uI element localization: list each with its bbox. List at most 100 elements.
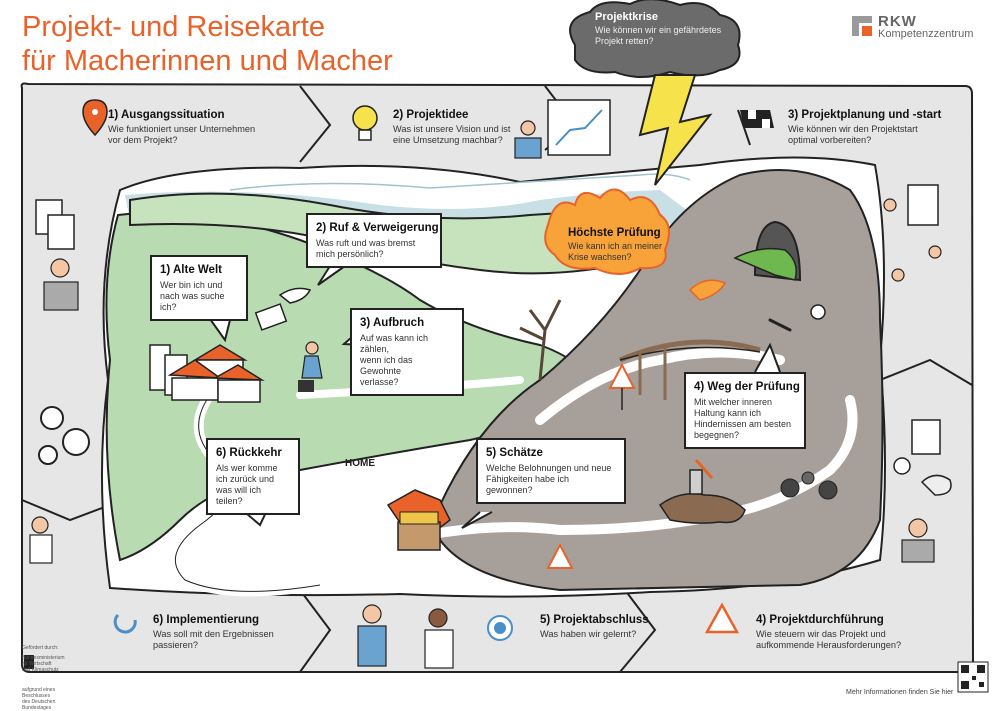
funder-label: Gefördert durch: bbox=[22, 645, 59, 651]
frame-divider bbox=[299, 589, 332, 673]
target-icon bbox=[487, 615, 513, 641]
rock-icon bbox=[818, 480, 838, 500]
bubble-title: 1) Alte Welt bbox=[160, 264, 222, 276]
gears-icon bbox=[38, 406, 90, 465]
step-description: Was haben wir gelernt? bbox=[540, 629, 637, 639]
bubble-rueckkehr: 6) Rückkehr Als wer komme ich zurück und… bbox=[206, 438, 300, 515]
storm-cloud bbox=[569, 0, 741, 78]
bubble-description: Was ruft und was bremst mich persönlich? bbox=[316, 238, 416, 259]
more-info-link[interactable]: Mehr Informationen finden Sie hier bbox=[846, 689, 954, 696]
frame-divider bbox=[21, 499, 111, 522]
bridge bbox=[619, 339, 761, 400]
person-with-clipboard-icon bbox=[29, 516, 53, 564]
funder-ministry: Bundesministerium für Wirtschaft und Kli… bbox=[22, 655, 65, 673]
bubble-title: 4) Weg der Prüfung bbox=[694, 381, 800, 393]
step-description: Wie steuern wir das Projekt und aufkomme… bbox=[756, 629, 902, 650]
warning-sign-icon bbox=[546, 542, 574, 569]
knight-on-horse-icon bbox=[658, 459, 746, 524]
warning-sign-icon bbox=[608, 362, 636, 410]
bubble-title: 3) Aufbruch bbox=[360, 317, 425, 329]
bubble-description: Auf was kann ich zählen, wenn ich das Ge… bbox=[360, 333, 429, 387]
high-five-people-icon bbox=[357, 604, 454, 669]
skull-icon bbox=[810, 304, 826, 320]
highest-test-description: Wie kann ich an meiner Krise wachsen? bbox=[568, 241, 663, 262]
frame-divider bbox=[879, 358, 973, 386]
step-projektplanung: 3) Projektplanung und -start Wie können … bbox=[788, 108, 941, 146]
bubble-schaetze: 5) Schätze Welche Belohnungen und neue F… bbox=[476, 438, 626, 504]
step-description: Wie können wir den Projektstart optimal … bbox=[788, 124, 918, 145]
checkered-flag-icon bbox=[737, 109, 774, 146]
dove-with-letter-icon bbox=[254, 287, 312, 331]
presenter-with-chart-icon bbox=[514, 99, 611, 159]
bubble-tail bbox=[317, 265, 346, 286]
bubble-ruf: 2) Ruf & Verweigerung Was ruft und was b… bbox=[306, 213, 442, 268]
dragon-fire-icon bbox=[688, 279, 727, 301]
bubble-tail bbox=[461, 511, 493, 529]
federal-emblem-icon bbox=[24, 655, 34, 669]
bubble-title: 5) Schätze bbox=[486, 447, 543, 459]
dragon-icon bbox=[733, 247, 797, 281]
bubble-description: Mit welcher inneren Haltung kann ich Hin… bbox=[694, 397, 792, 440]
frame-divider bbox=[619, 589, 657, 673]
bubble-description: Wer bin ich und nach was suche ich? bbox=[160, 280, 225, 312]
qr-code-icon bbox=[957, 661, 989, 693]
title-line-2: für Macherinnen und Macher bbox=[22, 45, 393, 77]
crisis-description: Wie können wir ein gefährdetes Projekt r… bbox=[595, 25, 722, 46]
lightning-icon bbox=[638, 74, 713, 186]
step-description: Was soll mit den Ergebnissen passieren? bbox=[153, 629, 274, 650]
rkw-logo-mark-icon bbox=[852, 16, 872, 36]
lightbulb-icon bbox=[352, 105, 378, 141]
treasure-chest-icon bbox=[386, 489, 451, 551]
tree-icon bbox=[519, 299, 562, 381]
bone-icon bbox=[768, 318, 792, 332]
step-title: 4) Projektdurchführung bbox=[756, 614, 884, 626]
fire-icon bbox=[544, 188, 670, 275]
step-description: Wie funktioniert unser Unternehmen vor d… bbox=[108, 124, 256, 145]
warning-icon bbox=[704, 602, 740, 634]
refresh-icon bbox=[113, 613, 137, 634]
rock-icon bbox=[801, 471, 815, 485]
highest-test-title: Höchste Prüfung bbox=[568, 227, 661, 239]
step-title: 1) Ausgangssituation bbox=[108, 109, 225, 121]
traveler-figure-icon bbox=[298, 341, 323, 392]
step-projektdurchfuehrung: 4) Projektdurchführung Wie steuern wir d… bbox=[756, 613, 901, 651]
sky-band bbox=[229, 173, 691, 191]
bubble-aufbruch: 3) Aufbruch Auf was kann ich zählen, wen… bbox=[350, 308, 464, 396]
funder-block: Gefördert durch: Bundesministerium für W… bbox=[22, 645, 82, 711]
logo-subtitle: Kompetenzzentrum bbox=[878, 28, 974, 40]
step-title: 2) Projektidee bbox=[393, 109, 469, 121]
page-title: Projekt- und Reisekarte für Macherinnen … bbox=[22, 10, 393, 78]
bubble-title: 6) Rückkehr bbox=[216, 447, 282, 459]
mountain-path bbox=[535, 347, 785, 425]
checklist-stopwatch-icon bbox=[893, 419, 952, 496]
bubble-title: 2) Ruf & Verweigerung bbox=[316, 222, 439, 234]
step-implementierung: 6) Implementierung Was soll mit den Erge… bbox=[153, 613, 274, 651]
step-title: 5) Projektabschluss bbox=[540, 614, 649, 626]
highest-test-label: Höchste Prüfung Wie kann ich an meiner K… bbox=[568, 227, 663, 263]
bubble-alte-welt: 1) Alte Welt Wer bin ich und nach was su… bbox=[150, 255, 248, 321]
bubble-description: Als wer komme ich zurück und was will ic… bbox=[216, 463, 278, 506]
title-line-1: Projekt- und Reisekarte bbox=[22, 11, 326, 43]
step-description: Was ist unsere Vision und ist eine Umset… bbox=[393, 124, 511, 145]
crisis-title: Projektkrise bbox=[595, 11, 658, 23]
person-reading-documents-icon bbox=[35, 199, 79, 311]
bubble-description: Welche Belohnungen und neue Fähigkeiten … bbox=[486, 463, 612, 495]
location-pin-icon bbox=[82, 99, 108, 137]
winding-path-outline bbox=[175, 394, 321, 592]
flipchart-team-icon bbox=[883, 184, 942, 282]
village bbox=[149, 344, 265, 403]
rock-icon bbox=[780, 478, 800, 498]
step-ausgangssituation: 1) Ausgangssituation Wie funktioniert un… bbox=[108, 108, 255, 146]
stressed-person-icon bbox=[901, 518, 935, 563]
bubble-tail bbox=[754, 342, 781, 373]
home-sign: HOME bbox=[345, 458, 375, 469]
step-projektabschluss: 5) Projektabschluss Was haben wir gelern… bbox=[540, 613, 649, 640]
funder-bundestag: aufgrund eines Beschlusses des Deutschen… bbox=[22, 687, 56, 711]
crisis-cloud-label: Projektkrise Wie können wir ein gefährde… bbox=[595, 12, 721, 47]
step-title: 6) Implementierung bbox=[153, 614, 260, 626]
location-pin-dot bbox=[92, 109, 98, 115]
step-projektidee: 2) Projektidee Was ist unsere Vision und… bbox=[393, 108, 510, 146]
bubble-weg: 4) Weg der Prüfung Mit welcher inneren H… bbox=[684, 372, 806, 449]
frame-divider bbox=[299, 85, 332, 163]
